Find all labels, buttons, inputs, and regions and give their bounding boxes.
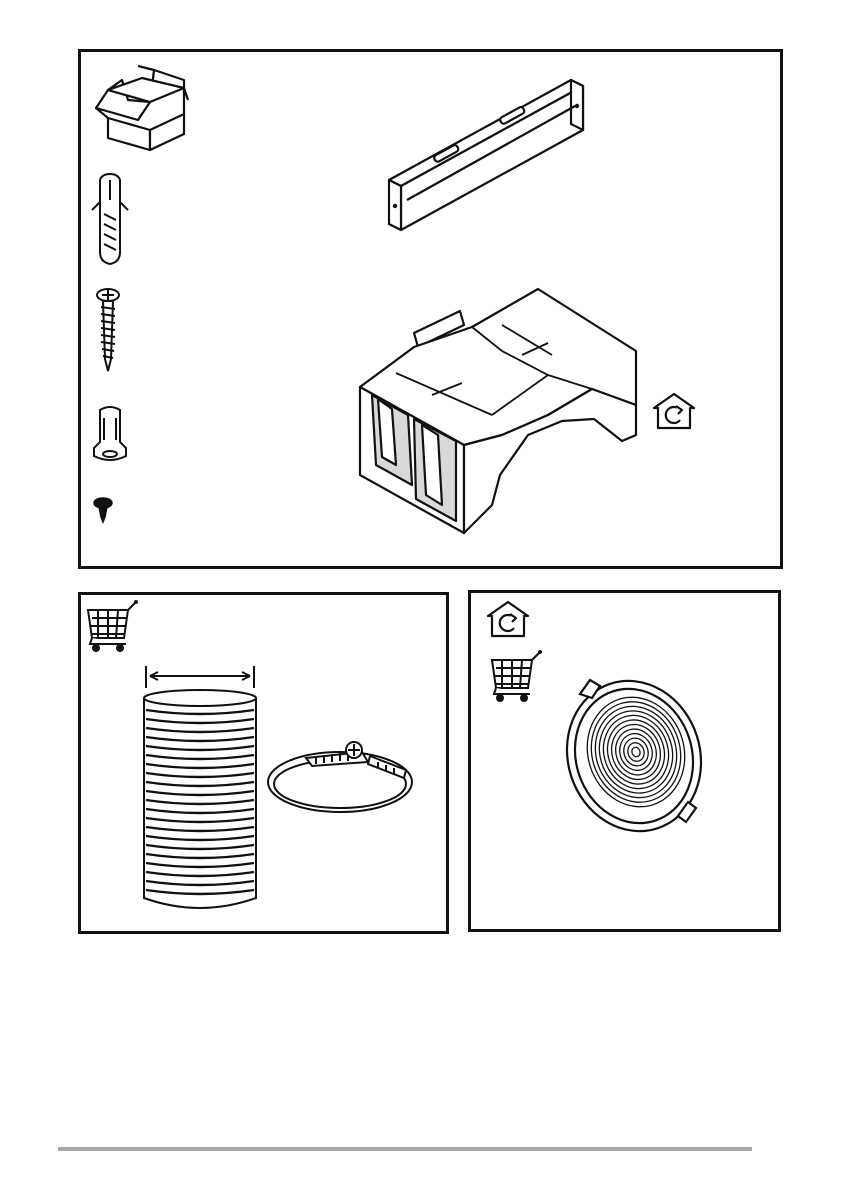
hose-clamp: [266, 736, 416, 816]
shopping-cart-icon: [84, 600, 142, 652]
footer-rule: [58, 1147, 752, 1151]
mounting-bracket: [385, 72, 605, 232]
recirculation-mode-icon: [486, 600, 530, 638]
flexible-duct-hose: [138, 664, 260, 914]
box-icon: [88, 60, 188, 150]
charcoal-filter: [560, 670, 710, 840]
plastic-spacer-icon: [90, 404, 130, 464]
screw-icon: [92, 287, 124, 375]
wall-plug-icon: [90, 172, 130, 267]
shopping-cart-icon: [488, 650, 546, 702]
recirculation-mode-icon: [652, 392, 696, 430]
air-deflector-duct: [352, 285, 642, 540]
small-screw-icon: [92, 497, 114, 523]
